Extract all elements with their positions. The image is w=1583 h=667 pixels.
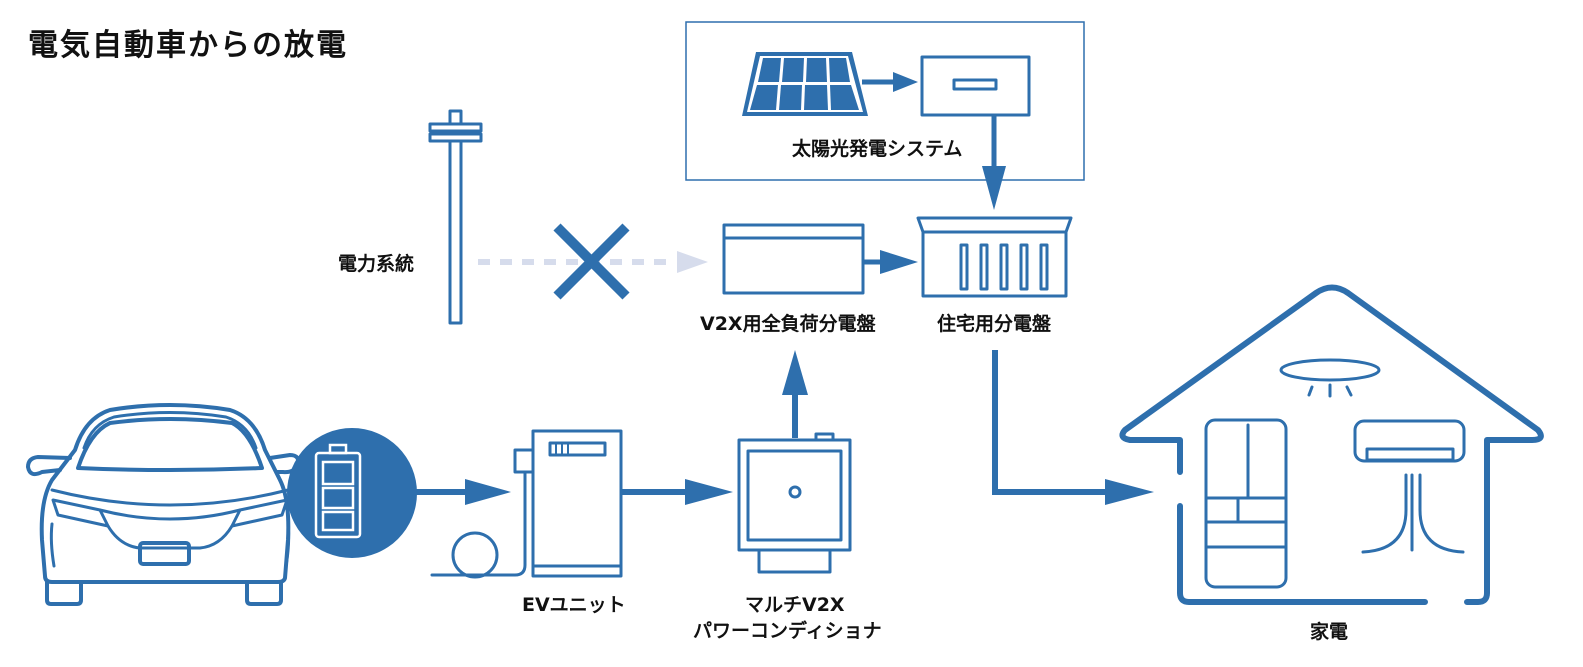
- battery-icon: [314, 443, 362, 539]
- flow-arrow-v2x-to-home-panel: [863, 250, 918, 274]
- car-front-icon: [26, 403, 301, 606]
- flow-arrow-ev-unit-to-power-conditioner: [621, 479, 733, 505]
- air-conditioner-icon: [1353, 419, 1466, 554]
- flow-arrow-solar-to-home-panel: [982, 115, 1006, 210]
- v2x-panel-label: V2X用全負荷分電盤: [700, 312, 877, 335]
- ev-unit-label: EVユニット: [522, 594, 626, 616]
- utility-pole-icon: [428, 109, 483, 325]
- flow-arrow-battery-to-ev-unit: [416, 479, 511, 505]
- ev-charger-icon: [430, 429, 623, 579]
- flow-arrow-home-panel-to-appliances: [992, 350, 1154, 505]
- solar-system-group: 太陽光発電システム: [685, 21, 1085, 181]
- battery-badge: [287, 428, 417, 558]
- solar-panel-icon: [742, 52, 868, 116]
- house-icon: [1119, 284, 1544, 605]
- page-title: 電気自動車からの放電: [28, 28, 348, 63]
- refrigerator-icon: [1204, 418, 1288, 589]
- ceiling-light-icon: [1279, 358, 1381, 398]
- breaker-panel-icon: [916, 216, 1073, 298]
- flow-arrow-power-conditioner-to-v2x-panel: [782, 350, 808, 438]
- solar-system-label: 太陽光発電システム: [792, 137, 962, 160]
- solar-system-frame: [685, 21, 1085, 181]
- grid-label: 電力系統: [338, 252, 414, 275]
- home-panel-label: 住宅用分電盤: [937, 312, 1052, 335]
- appliances-label: 家電: [1310, 620, 1348, 643]
- flow-arrow-grid-blocked: [478, 251, 708, 273]
- power-conditioner-label-line2: パワーコンディショナ: [693, 619, 882, 642]
- flow-arrow-solar-to-inverter: [862, 72, 918, 92]
- power-conditioner-icon: [737, 432, 852, 574]
- distribution-panel-icon: [722, 223, 865, 295]
- power-conditioner-label-line1: マルチV2X: [745, 594, 845, 616]
- blocked-x-icon: [553, 223, 630, 300]
- solar-inverter-icon: [920, 55, 1031, 117]
